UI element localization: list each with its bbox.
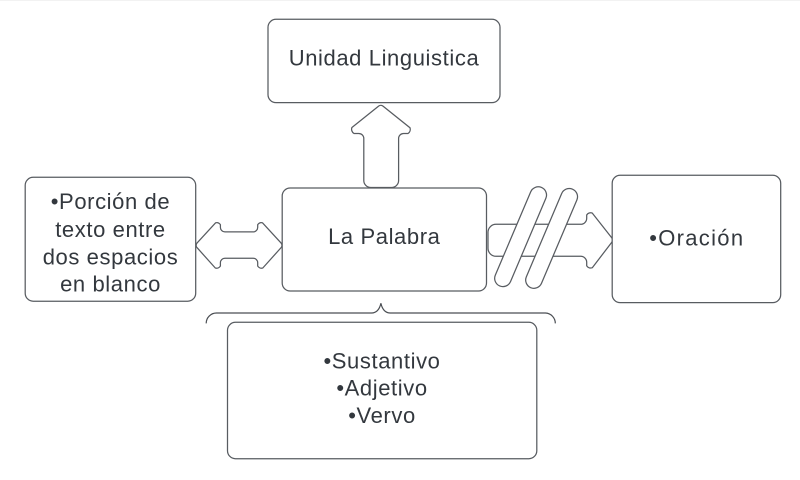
svg-text:Unidad Linguistica: Unidad Linguistica	[289, 45, 480, 70]
svg-text:•Vervo: •Vervo	[348, 403, 416, 428]
svg-text:•Sustantivo: •Sustantivo	[323, 348, 440, 373]
svg-text:texto entre: texto entre	[55, 217, 166, 242]
svg-text:La Palabra: La Palabra	[328, 224, 441, 249]
svg-text:dos espacios: dos espacios	[43, 245, 179, 270]
svg-text:•Oración: •Oración	[649, 225, 744, 250]
svg-text:•Adjetivo: •Adjetivo	[336, 376, 427, 401]
svg-text:•Porción de: •Porción de	[51, 189, 170, 214]
svg-text:en blanco: en blanco	[60, 272, 161, 297]
